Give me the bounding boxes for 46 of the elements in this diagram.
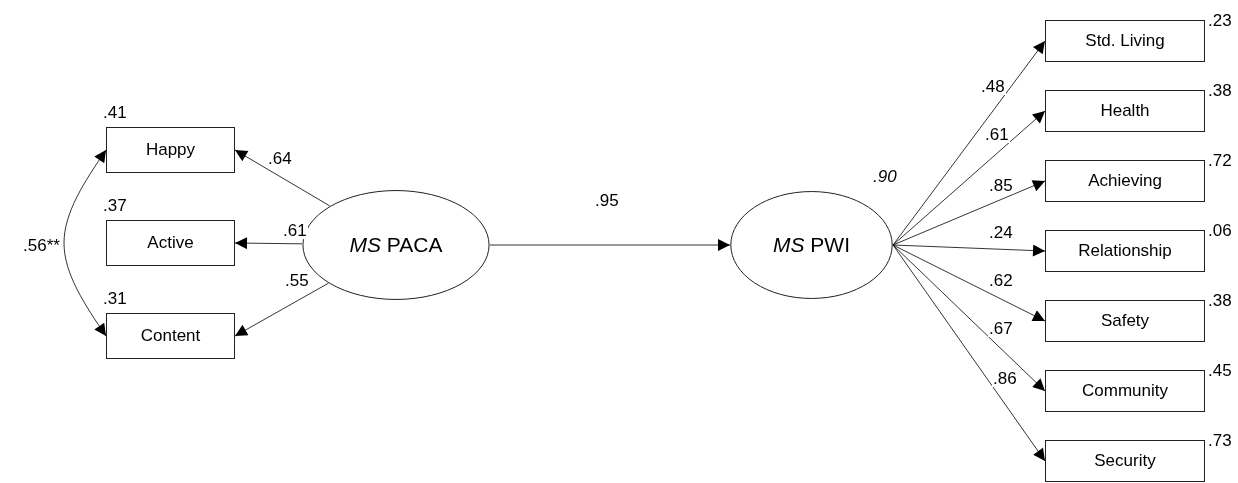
variable-label: Achieving [1088,171,1162,191]
variable-label: MS PACA [349,233,443,257]
r-squared-value: .45 [1208,362,1232,379]
latent-variable-ellipse [730,191,893,299]
r-squared-value: .38 [1208,292,1232,309]
observed-variable-box [1045,90,1205,132]
variable-label: Relationship [1078,241,1172,261]
variable-label: Safety [1100,311,1150,331]
r-squared-value: .72 [1208,152,1232,169]
r-squared-value: .31 [103,290,127,307]
variable-label: Community [1082,381,1168,401]
coefficient-label: .48 [980,78,1006,95]
variable-label: Health [1100,101,1150,121]
observed-variable-box [106,220,235,266]
r-squared-value: .06 [1208,222,1232,239]
r-squared-value: .73 [1208,432,1232,449]
coefficient-label: .61 [282,222,308,239]
r-squared-value: .41 [103,104,127,121]
observed-variable-box [1045,230,1205,272]
variable-label: Happy [145,140,196,160]
observed-variable-box [1045,160,1205,202]
coefficient-label: .24 [988,224,1014,241]
observed-variable-box [1045,300,1205,342]
coefficient-label: .55 [284,272,310,289]
coefficient-label: .56** [22,237,61,254]
coefficient-label: .61 [984,126,1010,143]
variable-label: Active [147,233,194,253]
coefficient-label: .85 [988,177,1014,194]
coefficient-label: .62 [988,272,1014,289]
coefficient-label: .67 [988,320,1014,337]
variable-label: Security [1094,451,1156,471]
r-squared-value: .38 [1208,82,1232,99]
observed-variable-box [106,127,235,173]
observed-variable-box [1045,20,1205,62]
variable-label: Content [140,326,201,346]
coefficient-label: .64 [267,150,293,167]
variable-label: Std. Living [1085,31,1165,51]
observed-variable-box [1045,440,1205,482]
observed-variable-box [1045,370,1205,412]
coefficient-label: .86 [992,370,1018,387]
coefficient-label: .95 [594,192,620,209]
r-squared-value: .37 [103,197,127,214]
variable-label: MS PWI [773,233,850,257]
r-squared-value: .23 [1208,12,1232,29]
observed-variable-box [106,313,235,359]
explained-variance-value: .90 [873,168,897,185]
